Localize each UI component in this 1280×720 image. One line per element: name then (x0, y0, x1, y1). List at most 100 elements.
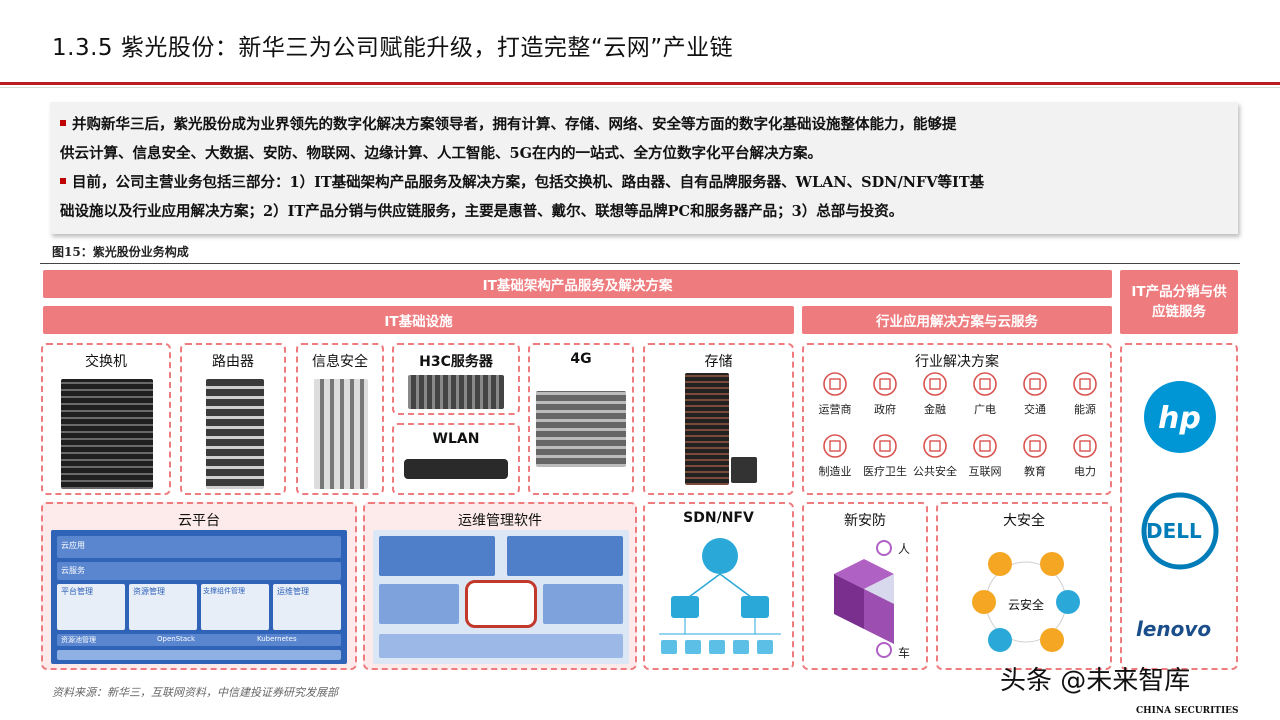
cloud-network-icon (702, 538, 738, 574)
box-wlan: WLAN (392, 423, 520, 495)
industry-icon (923, 434, 947, 458)
industry-label: 电力 (1074, 465, 1096, 478)
ops-block (507, 536, 623, 576)
box-new-security: 新安防 人 车 (802, 502, 928, 670)
industry-icon (873, 372, 897, 396)
industry-icon (973, 372, 997, 396)
security-device-image (314, 379, 368, 489)
switch-device-image (61, 379, 153, 489)
box-distribution-brands: hp DELL lenovo (1120, 343, 1238, 670)
china-securities-logo-text: CHINA SECURITIES (1136, 706, 1239, 716)
box-label: 4G (570, 351, 592, 367)
4g-device-image (536, 391, 626, 467)
industry-item: 电力 (1059, 433, 1111, 479)
industry-label: 广电 (974, 403, 996, 416)
band-it-infra: IT基础设施 (43, 306, 794, 334)
title-divider (0, 82, 1280, 85)
bullet-line: 并购新华三后，紫光股份成为业界领先的数字化解决方案领导者，拥有计算、存储、网络、… (60, 110, 1228, 139)
box-big-security: 大安全 云安全 (936, 502, 1112, 670)
box-industry-solutions: 行业解决方案 运营商 政府 金融 广电 交通 能源制造业医疗卫生公共安全互联网教育电力 (802, 343, 1112, 495)
industry-label: 能源 (1074, 403, 1096, 416)
cloud-service-row: 云服务 (57, 562, 341, 580)
title-divider-thin (0, 87, 1280, 88)
ops-network-row (379, 634, 623, 658)
cloud-platform-diagram: 云应用 云服务 平台管理 资源管理 支撑组件管理 运维管理 资源池管理 Open… (51, 530, 347, 664)
big-security-diagram (972, 552, 1080, 652)
industry-item: 广电 (959, 371, 1011, 417)
ops-block (543, 584, 623, 624)
nfv-icon (741, 596, 769, 618)
box-label: 大安全 (1003, 513, 1045, 529)
industry-label: 政府 (874, 403, 896, 416)
industry-label: 医疗卫生 (863, 465, 907, 478)
industry-item: 医疗卫生 (859, 433, 911, 479)
box-sdn-nfv: SDN/NFV (643, 502, 794, 670)
industry-icon (1073, 434, 1097, 458)
industry-icon (973, 434, 997, 458)
hp-logo-icon (1144, 381, 1216, 453)
bullet-line: 目前，公司主营业务包括三部分：1）IT基础架构产品服务及解决方案，包括交换机、路… (60, 168, 1228, 197)
industry-icon (1023, 434, 1047, 458)
box-label: WLAN (432, 431, 480, 447)
sdn-nfv-diagram (659, 538, 781, 654)
storage-rack-image (685, 373, 729, 485)
box-label: 运维管理软件 (458, 513, 542, 529)
industry-label: 互联网 (968, 465, 1002, 478)
resource-mgmt-block: 资源管理 (129, 584, 197, 630)
bullet-line: 础设施以及行业应用解决方案；2）IT产品分销与供应链服务，主要是惠普、戴尔、联想… (60, 203, 904, 220)
ops-block (379, 536, 495, 576)
box-ops-software: 运维管理软件 (363, 502, 637, 670)
server-device-image (408, 375, 504, 409)
industry-item: 运营商 (809, 371, 861, 417)
industry-item: 政府 (859, 371, 911, 417)
industry-label: 制造业 (818, 465, 852, 478)
watermark: 头条 @未来智库 (1000, 666, 1191, 696)
summary-panel: 并购新华三后，紫光股份成为业界领先的数字化解决方案领导者，拥有计算、存储、网络、… (50, 102, 1238, 234)
box-cloud-platform: 云平台 云应用 云服务 平台管理 资源管理 支撑组件管理 运维管理 资源池管理 … (41, 502, 357, 670)
industry-item: 交通 (1009, 371, 1061, 417)
industry-icon (873, 434, 897, 458)
box-h3c-server: H3C服务器 (392, 343, 520, 415)
box-label: 存储 (704, 354, 733, 370)
support-mgmt-block: 支撑组件管理 (201, 584, 269, 630)
dell-logo-text: DELL (1146, 519, 1202, 543)
industry-icon (823, 372, 847, 396)
industry-item: 金融 (909, 371, 961, 417)
industry-item: 教育 (1009, 433, 1061, 479)
box-switch: 交换机 (41, 343, 171, 495)
figure-caption: 图15：紫光股份业务构成 (52, 245, 189, 259)
bullet-square-icon (60, 178, 66, 184)
dell-logo-icon (1141, 492, 1219, 570)
box-info-security: 信息安全 (296, 343, 384, 495)
new-security-cube-diagram (834, 540, 894, 658)
industry-label: 运营商 (818, 403, 852, 416)
industry-icon (1073, 372, 1097, 396)
bullet-line: 供云计算、信息安全、大数据、安防、物联网、边缘计算、人工智能、5G在内的一站式、… (60, 145, 822, 162)
bullet-square-icon (60, 120, 66, 126)
box-4g: 4G (528, 343, 634, 495)
lenovo-logo-text: lenovo (1136, 617, 1212, 641)
wlan-device-image (404, 459, 508, 479)
industry-icon (1023, 372, 1047, 396)
platform-mgmt-block: 平台管理 (57, 584, 125, 630)
box-router: 路由器 (180, 343, 286, 495)
industry-label: 金融 (924, 403, 946, 416)
hp-logo-text: hp (1158, 401, 1201, 436)
storage-unit-image (731, 457, 757, 483)
cloud-app-row: 云应用 (57, 536, 341, 558)
box-storage: 存储 (643, 343, 794, 495)
box-label: H3C服务器 (419, 354, 493, 370)
ops-mgmt-block: 运维管理 (273, 584, 341, 630)
box-label: 新安防 (844, 513, 886, 529)
box-label: 云平台 (178, 513, 220, 529)
band-it-infra-products: IT基础架构产品服务及解决方案 (43, 270, 1112, 298)
box-label: 交换机 (85, 354, 127, 370)
industry-label: 交通 (1024, 403, 1046, 416)
ops-cycle (465, 580, 537, 628)
box-label: 行业解决方案 (915, 354, 999, 370)
box-label: 信息安全 (312, 354, 368, 370)
resource-pool-row: 资源池管理 OpenStack Kubernetes (57, 634, 341, 646)
box-label: 路由器 (212, 354, 254, 370)
industry-item: 公共安全 (909, 433, 961, 479)
ops-software-diagram (373, 530, 629, 664)
